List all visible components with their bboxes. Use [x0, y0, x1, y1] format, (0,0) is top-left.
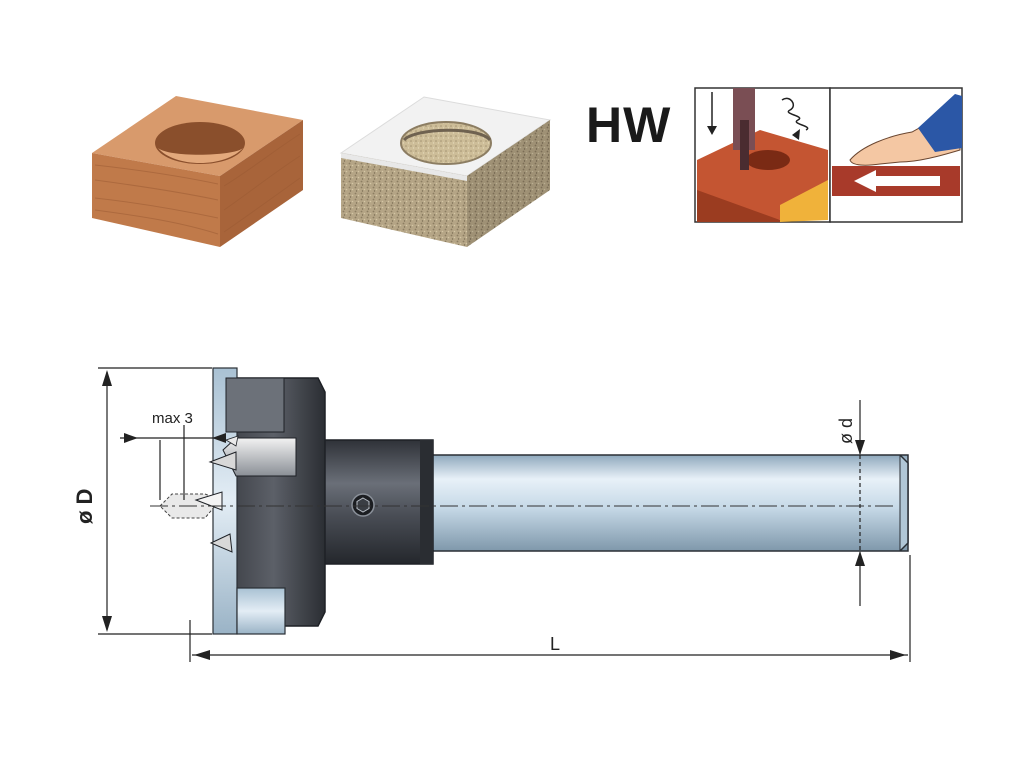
drilling-operation-icon: [694, 87, 831, 223]
hand-feed-icon: [829, 87, 963, 223]
diameter-d-label: ø d: [836, 418, 856, 444]
diameter-D-label: ø D: [72, 489, 97, 524]
length-L-label: L: [550, 634, 560, 654]
solid-wood-block-icon: [92, 96, 303, 247]
laminated-board-block-icon: [339, 96, 552, 247]
boring-bit-drawing: [150, 367, 909, 635]
max-depth-label: max 3: [152, 410, 193, 427]
dimension-lines: [98, 367, 911, 662]
carbide-hw-label: HW: [586, 97, 672, 153]
